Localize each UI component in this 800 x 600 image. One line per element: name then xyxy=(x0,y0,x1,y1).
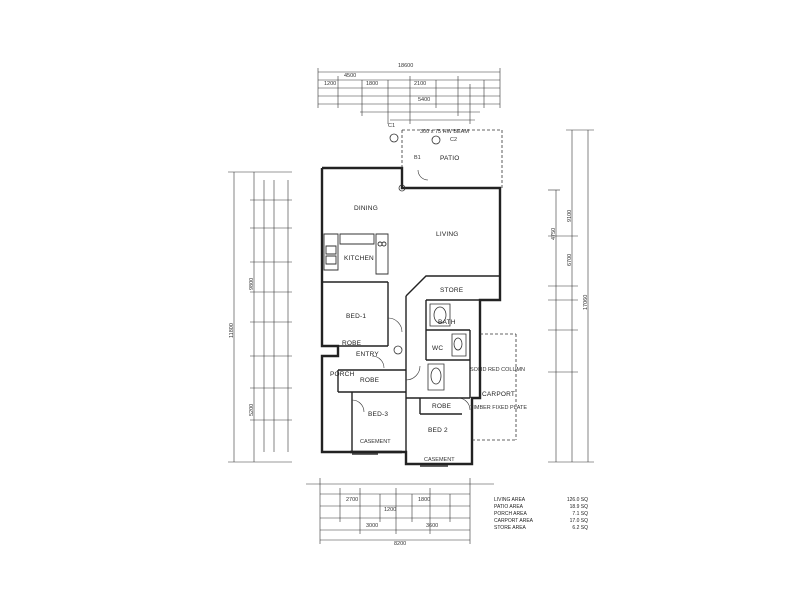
room-label-entry: ENTRY xyxy=(356,351,379,358)
room-label-kitchen: KITCHEN xyxy=(344,255,374,262)
dim-right-overall: 17060 xyxy=(583,294,589,310)
area-row-carport: CARPORT AREA 17.0 SQ xyxy=(494,518,588,525)
dim-right-a: 9100 xyxy=(567,209,573,222)
area-row-patio: PATIO AREA 18.9 SQ xyxy=(494,504,588,511)
area-row-porch: PORCH AREA 7.1 SQ xyxy=(494,511,588,518)
grid-marker-c1: C1 xyxy=(388,123,396,129)
dim-top-c: 5400 xyxy=(418,97,431,103)
dim-top-overall: 18600 xyxy=(398,63,414,69)
left-dimension-chains xyxy=(228,172,292,462)
right-dimension-chains xyxy=(548,130,594,462)
room-label-dining: DINING xyxy=(354,205,378,212)
room-label-bed1: BED-1 xyxy=(346,313,367,320)
area-name: CARPORT AREA xyxy=(494,518,533,524)
room-label-bed3: BED-3 xyxy=(368,411,389,418)
dim-top-a: 4500 xyxy=(344,73,357,79)
plate-note: TIMBER FIXED PLATE xyxy=(470,405,528,411)
column-note: SOLID RED COLUMN xyxy=(470,367,526,373)
dim-right-c: 6700 xyxy=(567,253,573,266)
carport-outline xyxy=(472,334,516,440)
room-label-bath: BATH xyxy=(438,319,456,326)
area-value: 18.9 SQ xyxy=(569,504,588,510)
grid-marker-b1: B1 xyxy=(414,155,421,161)
room-label-patio: PATIO xyxy=(440,155,460,162)
room-label-living: LIVING xyxy=(436,231,459,238)
casement-label-right: CASEMENT xyxy=(424,457,455,463)
kitchen-benches xyxy=(324,234,388,274)
dim-bottom-d: 1200 xyxy=(384,507,397,513)
dim-top-e: 1800 xyxy=(366,81,379,87)
dim-bottom-b: 3600 xyxy=(426,523,439,529)
room-label-store: STORE xyxy=(440,287,464,294)
area-value: 6.2 SQ xyxy=(572,525,588,531)
area-name: LIVING AREA xyxy=(494,497,526,503)
area-row-living: LIVING AREA 126.0 SQ xyxy=(494,497,588,504)
area-schedule: LIVING AREA 126.0 SQ PATIO AREA 18.9 SQ … xyxy=(494,497,588,532)
room-label-robe2: ROBE xyxy=(432,403,452,410)
dim-bottom-overall: 8200 xyxy=(394,541,407,547)
area-name: PATIO AREA xyxy=(494,504,523,510)
room-label-porch: PORCH xyxy=(330,371,355,378)
area-name: PORCH AREA xyxy=(494,511,527,517)
dim-top-d: 1200 xyxy=(324,81,337,87)
dim-top-b: 2100 xyxy=(414,81,427,87)
room-label-bed2: BED 2 xyxy=(428,427,448,434)
grid-marker-c2: C2 xyxy=(450,137,458,143)
room-label-robe3: ROBE xyxy=(360,377,380,384)
area-value: 126.0 SQ xyxy=(566,497,588,503)
area-name: STORE AREA xyxy=(494,525,526,531)
dim-bottom-a: 3000 xyxy=(366,523,379,529)
room-label-robe1: ROBE xyxy=(342,340,362,347)
dim-left-b: 5200 xyxy=(249,403,255,416)
dim-left-overall: 11800 xyxy=(229,323,235,338)
door-swings xyxy=(352,170,470,412)
room-label-carport: CARPORT xyxy=(482,391,516,398)
dim-bottom-e: 1800 xyxy=(418,497,431,503)
dim-bottom-c: 2700 xyxy=(346,497,359,503)
casement-windows xyxy=(352,454,448,466)
room-label-wc: WC xyxy=(432,345,444,352)
bath-fixtures xyxy=(428,304,466,390)
area-value: 17.0 SQ xyxy=(569,518,588,524)
dim-left-a: 9800 xyxy=(249,277,255,290)
interior-walls xyxy=(322,276,500,452)
dim-right-b: 4750 xyxy=(551,227,557,240)
casement-label-left: CASEMENT xyxy=(360,439,391,445)
area-row-store: STORE AREA 6.2 SQ xyxy=(494,525,588,532)
column-markers xyxy=(389,133,441,355)
bottom-dimension-chains xyxy=(306,478,494,544)
area-value: 7.1 SQ xyxy=(572,511,588,517)
beam-note: 300 x 75 HW BEAM xyxy=(420,129,469,135)
top-dimension-chains xyxy=(318,68,500,124)
patio-outline xyxy=(402,130,502,188)
